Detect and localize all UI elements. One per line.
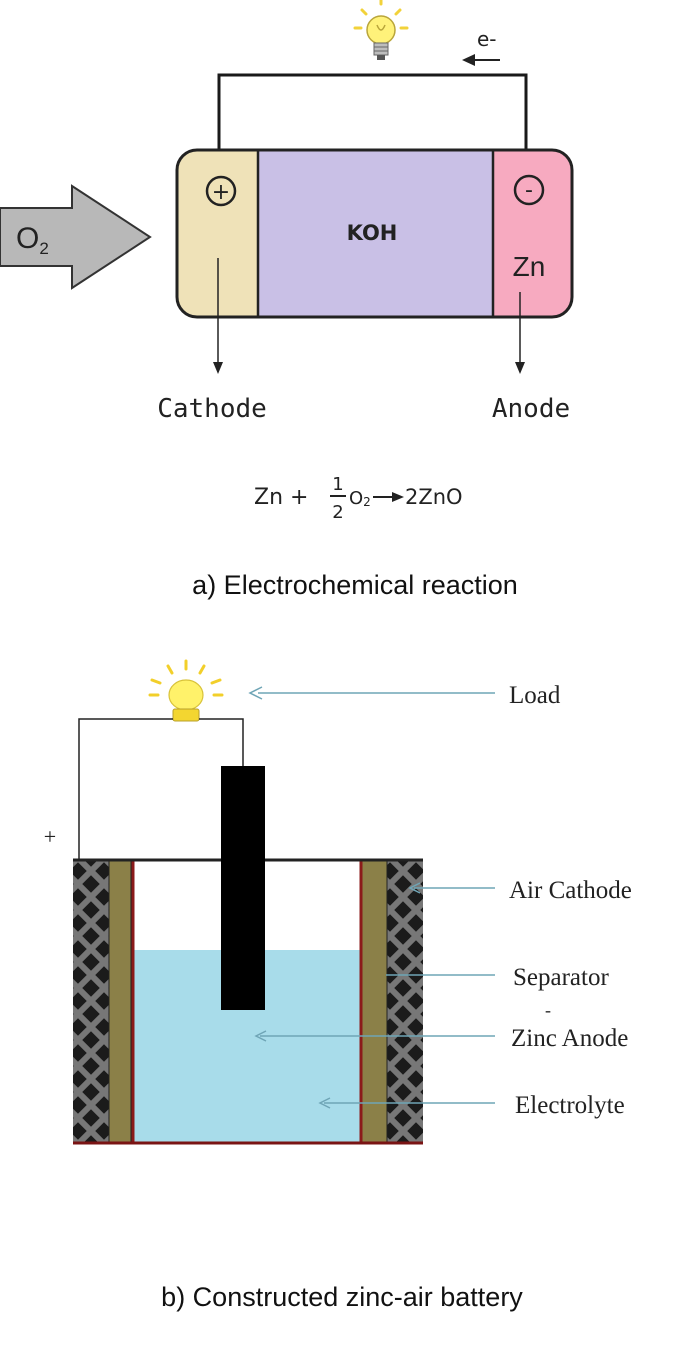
equation-denominator: 2 <box>332 502 343 523</box>
panel-a: e- O2 + - KOH Zn <box>0 0 574 600</box>
anode-pointer-arrow <box>515 292 525 374</box>
air-cathode-pointer <box>408 882 495 894</box>
positive-terminal-icon <box>205 175 237 207</box>
left-air-cathode-mesh <box>73 860 109 1144</box>
zinc-anode-pointer <box>254 1030 495 1042</box>
equation-left: Zn + <box>254 485 308 510</box>
negative-symbol: - <box>525 178 533 203</box>
label-load: Load <box>509 682 561 709</box>
load-bulb-icon <box>148 659 224 722</box>
label-air-cathode: Air Cathode <box>509 877 632 904</box>
positive-symbol: + <box>212 180 230 205</box>
electron-label: e- <box>477 27 497 51</box>
right-air-cathode-mesh <box>387 860 423 1144</box>
equation-numerator: 1 <box>332 474 343 495</box>
load-pointer <box>248 686 495 700</box>
external-wire <box>78 718 244 860</box>
reaction-equation: Zn + 1 2 O2 2ZnO <box>254 474 463 523</box>
label-separator: Separator <box>513 964 609 991</box>
separator-mark: - <box>545 1000 551 1020</box>
external-circuit-wire <box>217 73 528 150</box>
battery-cell <box>73 766 423 1145</box>
equation-product: 2ZnO <box>405 485 463 509</box>
electrolyte-label: KOH <box>347 221 398 245</box>
left-separator <box>108 859 132 1145</box>
oxygen-input-arrow: O2 <box>0 184 152 290</box>
equation-oxygen: O2 <box>349 488 371 509</box>
cathode-pointer-arrow <box>213 258 223 374</box>
anode-region <box>493 150 572 317</box>
label-zinc-anode: Zinc Anode <box>511 1025 628 1052</box>
anode-label: Anode <box>492 394 570 424</box>
label-electrolyte: Electrolyte <box>515 1092 625 1119</box>
positive-sign: + <box>44 824 56 849</box>
electrolyte-pointer <box>318 1097 495 1109</box>
right-separator <box>361 859 388 1145</box>
anode-metal-label: Zn <box>513 251 546 282</box>
zinc-anode-rod <box>221 766 265 1010</box>
label-pointers <box>248 686 495 1109</box>
electron-flow-arrow <box>462 54 500 66</box>
caption-b: b) Constructed zinc-air battery <box>161 1282 523 1312</box>
cell: + - KOH Zn <box>175 148 574 319</box>
oxygen-label: O2 <box>16 222 49 258</box>
panel-b: + <box>44 659 632 1312</box>
cathode-label: Cathode <box>157 394 267 424</box>
negative-terminal-icon <box>513 174 545 206</box>
cathode-region <box>177 150 258 317</box>
light-bulb-icon <box>353 0 409 60</box>
caption-a: a) Electrochemical reaction <box>192 570 518 600</box>
cell-body <box>177 150 572 317</box>
